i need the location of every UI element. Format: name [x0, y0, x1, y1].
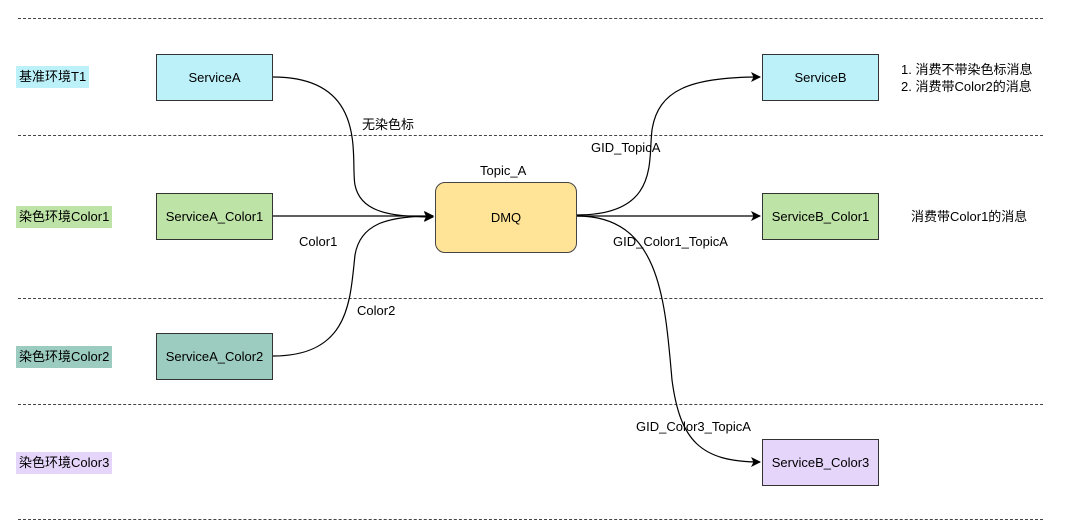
- divider-color1-color2: [18, 298, 1043, 299]
- dmq-box[interactable]: DMQ: [435, 182, 577, 253]
- env-label-color3: 染色环境Color3: [16, 452, 113, 474]
- env-label-color1: 染色环境Color1: [16, 206, 113, 228]
- service-a-color1-box[interactable]: ServiceA_Color1: [156, 193, 273, 240]
- note-service-b-line1: 1. 消费不带染色标消息: [901, 62, 1033, 77]
- divider-top: [18, 18, 1043, 19]
- edge-dmq-to-serviceb-color3: [576, 215, 761, 467]
- topic-label: Topic_A: [480, 163, 527, 178]
- service-a-color2-box[interactable]: ServiceA_Color2: [156, 333, 273, 380]
- note-service-b-color1: 消费带Color1的消息: [911, 209, 1028, 224]
- divider-color2-color3: [18, 404, 1043, 405]
- edge-label-color2: Color2: [357, 303, 396, 318]
- env-label-color2: 染色环境Color2: [16, 346, 113, 368]
- edge-servicea-to-dmq: [272, 76, 434, 222]
- edge-label-no-color: 无染色标: [362, 117, 415, 132]
- edge-label-gid-color3: GID_Color3_TopicA: [636, 419, 751, 434]
- service-b-box[interactable]: ServiceB: [762, 54, 879, 101]
- service-b-color3-box[interactable]: ServiceB_Color3: [762, 439, 879, 486]
- divider-bottom: [18, 519, 1043, 520]
- divider-t1-color1: [18, 135, 1043, 136]
- note-service-b-line2: 2. 消费带Color2的消息: [901, 79, 1032, 94]
- service-a-box[interactable]: ServiceA: [156, 54, 273, 101]
- edge-label-gid-topic-a: GID_TopicA: [591, 140, 661, 155]
- env-label-t1: 基准环境T1: [16, 66, 90, 88]
- edge-label-gid-color1: GID_Color1_TopicA: [613, 234, 728, 249]
- service-b-color1-box[interactable]: ServiceB_Color1: [762, 193, 879, 240]
- edge-dmq-to-serviceb: [576, 72, 761, 216]
- edge-label-color1: Color1: [299, 234, 338, 249]
- edge-servicea-color2-to-dmq: [272, 211, 434, 357]
